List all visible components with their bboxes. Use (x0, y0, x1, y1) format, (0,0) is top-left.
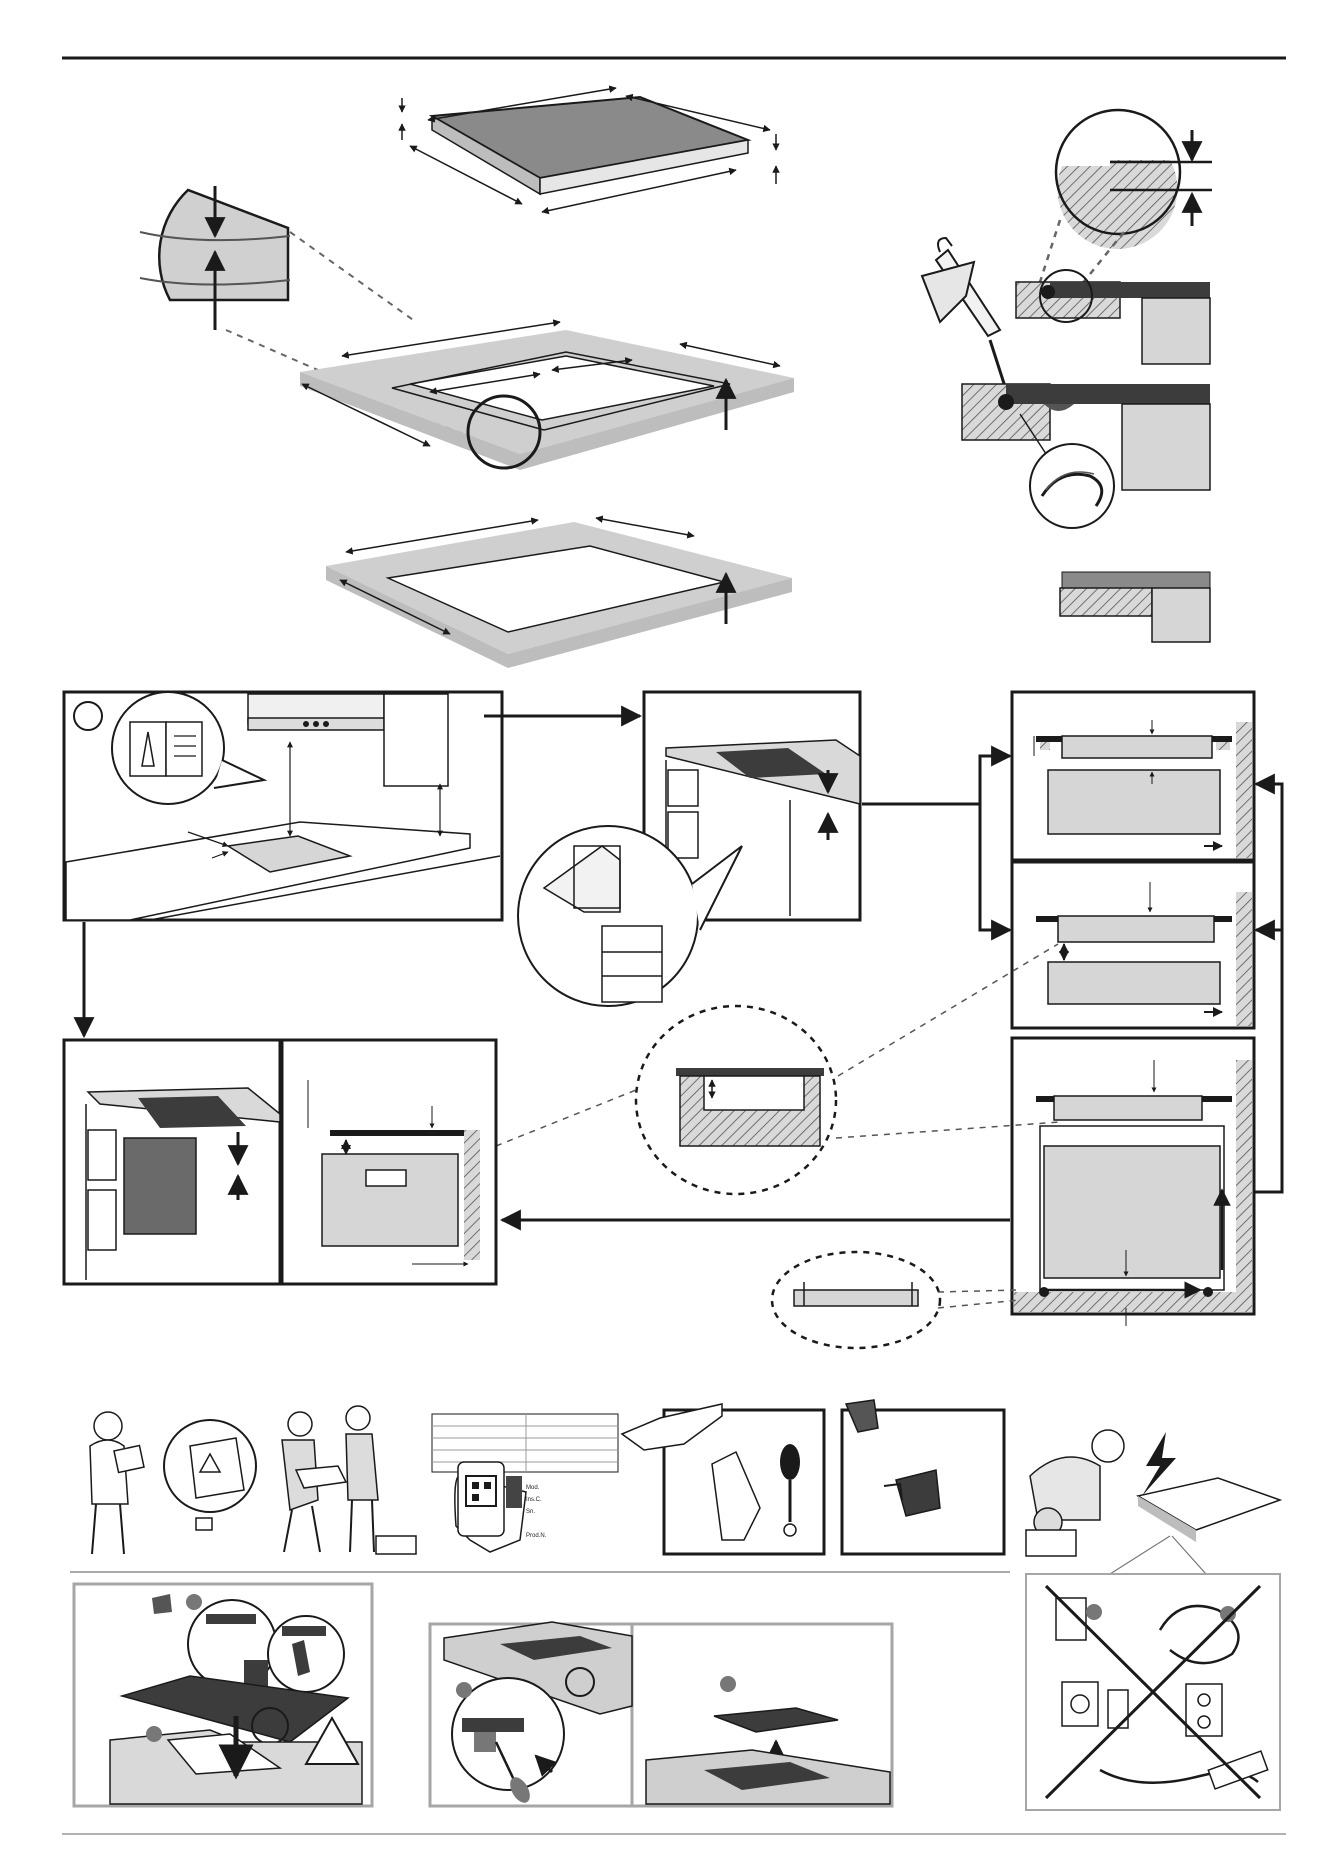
section-panel-b (1012, 862, 1254, 1028)
tools-box-figure (622, 1404, 824, 1554)
rating-label-mod: Mod. (526, 1485, 540, 1491)
two-installers-lifting (282, 1406, 416, 1554)
sealant-detail-figure (922, 110, 1212, 642)
qr-code-icon (466, 1476, 496, 1506)
section-panel-a (1012, 692, 1254, 860)
manual-book-icon (196, 1518, 212, 1530)
rating-label-insc: Ins.C. (526, 1497, 542, 1503)
rating-label-sn: Sn. (526, 1509, 535, 1515)
panel-oven-section (282, 1040, 496, 1284)
panel-oven-kitchen (64, 1040, 280, 1284)
hob-dimension-figure (402, 88, 776, 212)
countertop-cutout-figure (300, 322, 794, 470)
section-panel-c (1012, 1038, 1254, 1326)
clip-box-figure (842, 1400, 1004, 1554)
panel-clip-insertion (74, 1584, 372, 1806)
rating-plate-qr-figure: Mod. Ins.C. Sn. Prod.N. (432, 1414, 618, 1552)
rating-label-prodn: Prod.N. (526, 1533, 547, 1539)
lightning-icon (1142, 1432, 1176, 1496)
panel-kitchen-hood-clearance (64, 692, 502, 920)
panel-no-plug-connection (1026, 1574, 1280, 1810)
panel-hob-extraction (430, 1622, 892, 1806)
feet-detail-ellipse (772, 1252, 1020, 1348)
electrician-figure (1026, 1430, 1280, 1574)
countertop-frame-figure (326, 518, 792, 668)
person-reading-manual (90, 1412, 256, 1554)
